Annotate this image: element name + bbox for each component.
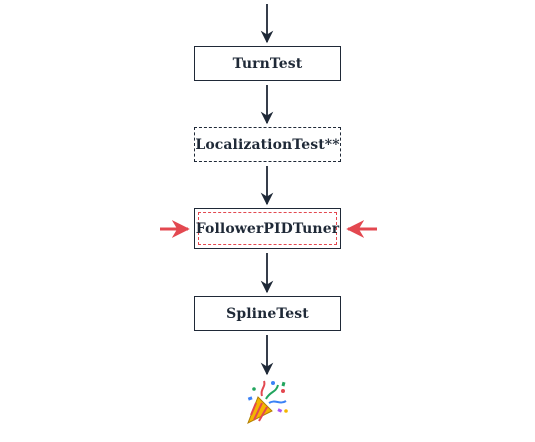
step-label: TurnTest bbox=[232, 55, 303, 72]
highlight-dashed-border bbox=[198, 212, 337, 245]
step-localizationtest: LocalizationTest** bbox=[194, 127, 341, 162]
party-popper-icon bbox=[247, 380, 288, 425]
step-turntest: TurnTest bbox=[194, 46, 341, 81]
step-splinetest: SplineTest bbox=[194, 296, 341, 331]
step-label: FollowerPIDTuner bbox=[195, 220, 340, 237]
step-label: SplineTest bbox=[226, 305, 309, 322]
step-label: LocalizationTest** bbox=[195, 136, 340, 153]
step-followerpidtuner: FollowerPIDTuner bbox=[194, 208, 341, 249]
